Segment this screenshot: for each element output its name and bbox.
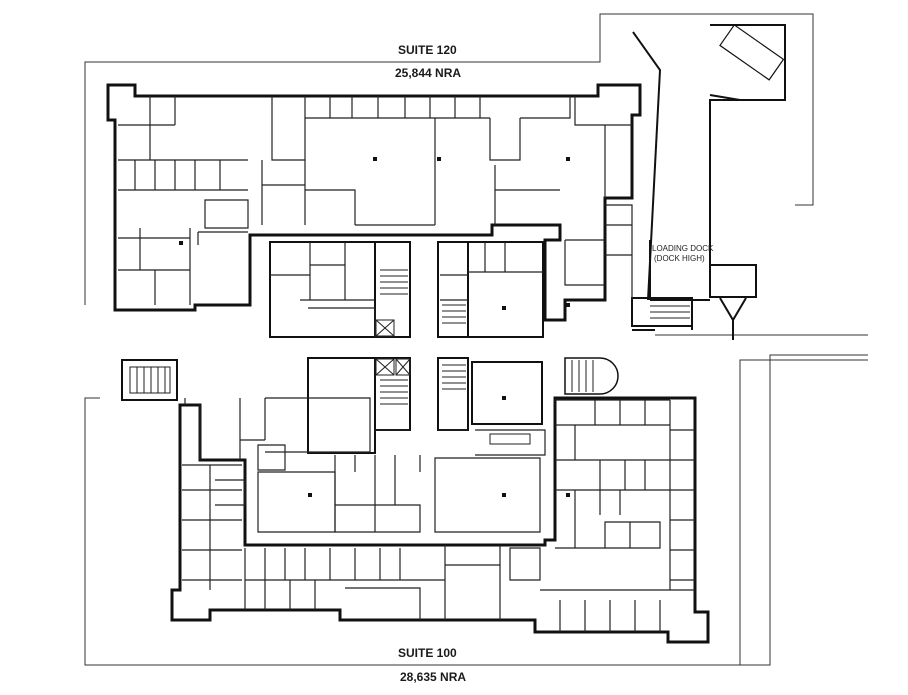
suite-120-area: 25,844 NRA (395, 66, 462, 80)
suite-100-walls (170, 396, 710, 644)
core-walls (269, 241, 693, 454)
suite-100-name: SUITE 100 (398, 646, 457, 660)
loading-dock-structure (632, 24, 786, 340)
suite-100-area: 28,635 NRA (400, 670, 467, 684)
loading-dock-sublabel: (DOCK HIGH) (654, 254, 705, 263)
structural-columns (179, 157, 570, 497)
loading-dock-label: LOADING DOCK (652, 244, 714, 253)
suite-120-walls (106, 83, 642, 322)
interior-partitions (118, 96, 695, 632)
suite-120-name: SUITE 120 (398, 43, 457, 57)
property-boundary (84, 13, 868, 666)
